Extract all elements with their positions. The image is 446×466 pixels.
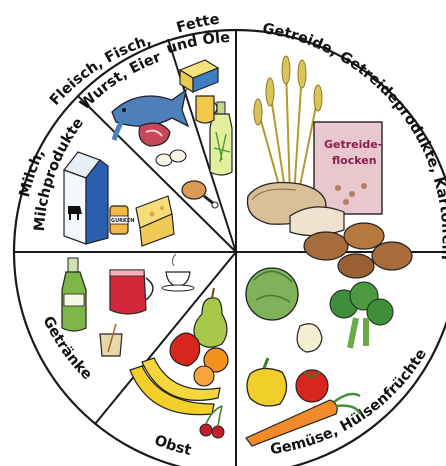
cabbage-icon <box>246 268 298 320</box>
jar-label: GURKEN <box>111 218 135 224</box>
oil-jug-icon <box>196 96 217 123</box>
cereal-box-line2: flocken <box>332 154 377 167</box>
onion-icon <box>297 324 322 352</box>
bread-slices-icon <box>290 207 344 236</box>
milk-carton-icon <box>64 152 108 244</box>
tomato-icon <box>296 370 328 402</box>
cereal-box-line1: Getreide- <box>324 138 382 151</box>
